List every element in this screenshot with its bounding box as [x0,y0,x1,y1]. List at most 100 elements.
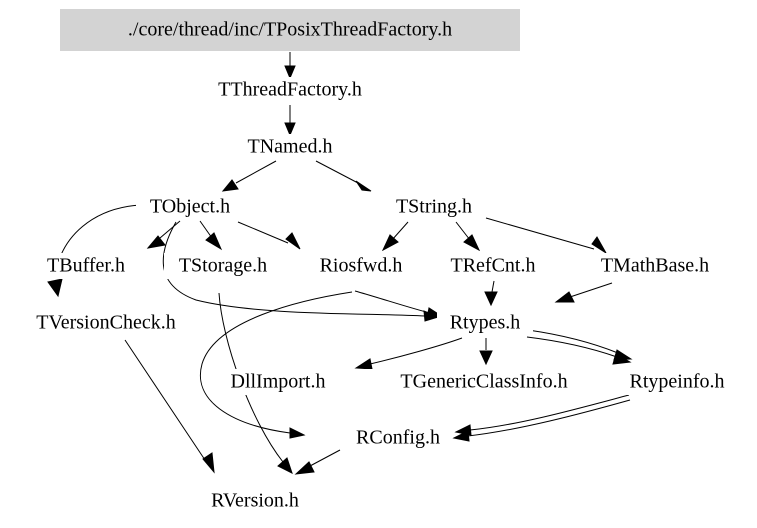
arrowhead-icon [554,291,575,303]
edge-rtypeinfo-to-rconfig [454,394,630,436]
node-tobject[interactable]: TObject.h [136,194,244,220]
edge-line [569,282,613,298]
edge-rtypeinfo-to-rconfig [452,399,631,442]
edge-tobject-to-tstorage [199,220,223,251]
node-background [437,310,533,336]
arrowhead-icon [484,291,498,307]
arrowhead-icon [47,278,63,298]
edge-root-to-tthreadfactory [284,52,296,80]
node-label: Rtypes.h [450,312,521,334]
edge-tstring-to-tmathbase [485,217,607,254]
edge-tnamed-to-tobject [221,160,277,192]
arrowhead-icon [284,65,296,80]
arrowhead-icon [591,236,607,254]
edge-tmathbase-to-rtypes [554,282,613,303]
edge-line [237,221,289,244]
node-label: Rtypeinfo.h [630,371,725,393]
node-label: TString.h [396,196,472,218]
node-rversion[interactable]: RVersion.h [196,488,314,514]
node-label: ./core/thread/inc/TPosixThreadFactory.h [128,19,452,41]
edge-tnamed-to-tstring [315,160,372,192]
node-root[interactable]: ./core/thread/inc/TPosixThreadFactory.h [60,9,520,51]
node-tstring[interactable]: TString.h [384,194,484,220]
node-background [580,253,730,279]
edge-tstring-to-riosfwd [381,221,409,252]
node-background [196,488,314,514]
edge-rtypes-to-tgenericclassinfo [479,338,493,366]
node-label: Riosfwd.h [320,255,403,277]
edge-trefcnt-to-rtypes [484,280,498,307]
node-background [10,310,202,336]
node-label: TRefCnt.h [451,255,536,277]
edge-rconfig-to-rversion [294,449,341,475]
node-background [617,369,737,395]
edge-tobject-to-riosfwd [237,221,301,250]
node-background [438,253,548,279]
arrowhead-icon [294,461,315,475]
node-tgenericclassinfo[interactable]: TGenericClassInfo.h [365,369,603,395]
edge-line [467,399,631,437]
node-rconfig[interactable]: RConfig.h [344,425,452,451]
node-background [210,77,370,103]
edge-line [235,160,277,184]
arrowhead-icon [381,234,399,252]
edge-line [309,449,341,467]
arrowhead-icon [355,180,372,192]
arrowhead-icon [354,358,373,370]
node-label: TVersionCheck.h [36,312,175,334]
node-tnamed[interactable]: TNamed.h [240,134,340,160]
node-rtypes[interactable]: Rtypes.h [437,310,533,336]
node-background [164,253,282,279]
node-background [136,194,244,220]
edge-line [159,220,181,239]
edge-rtypes-to-rtypeinfo [526,336,632,365]
node-rtypeinfo[interactable]: Rtypeinfo.h [617,369,737,395]
edge-tversioncheck-to-rversion [124,339,215,474]
edge-tobject-to-tversioncheck [47,204,141,298]
edge-line [315,160,359,184]
arrowhead-icon [146,235,166,249]
edge-line [526,336,618,358]
node-label: RVersion.h [211,490,299,512]
arrowhead-icon [289,427,306,439]
arrowhead-icon [479,350,493,366]
arrowhead-icon [284,122,296,137]
edge-tobject-to-tbuffer [146,220,181,249]
node-tbuffer[interactable]: TBuffer.h [34,253,138,279]
edge-line [469,394,630,431]
arrowhead-icon [463,234,481,252]
node-dllimport[interactable]: DllImport.h [213,369,343,395]
arrowhead-icon [277,457,293,474]
edge-line [391,221,409,241]
node-tversioncheck[interactable]: TVersionCheck.h [10,310,202,336]
arrowhead-icon [285,232,301,250]
edge-line [354,290,431,314]
edge-tthreadfactory-to-tnamed [284,105,296,137]
node-tmathbase[interactable]: TMathBase.h [580,253,730,279]
edge-line [199,291,353,434]
edge-line [527,329,619,354]
node-background [34,253,138,279]
arrowhead-icon [221,179,239,192]
node-tthreadfactory[interactable]: TThreadFactory.h [210,77,370,103]
node-label: DllImport.h [231,371,326,393]
edge-riosfwd-to-rconfig [199,291,353,439]
node-label: TThreadFactory.h [218,79,362,101]
node-label: TStorage.h [179,255,267,277]
edge-line [199,220,213,239]
arrowhead-icon [612,353,632,365]
node-background [365,369,603,395]
node-tstorage[interactable]: TStorage.h [164,253,282,279]
edge-line [485,217,595,250]
arrowhead-icon [202,452,215,474]
edge-line [491,280,495,293]
node-label: TBuffer.h [47,255,125,277]
edge-tstring-to-trefcnt [455,221,481,252]
node-riosfwd[interactable]: Riosfwd.h [307,253,415,279]
node-background [307,253,415,279]
node-background [213,369,343,395]
arrowhead-icon [205,232,223,251]
node-trefcnt[interactable]: TRefCnt.h [438,253,548,279]
